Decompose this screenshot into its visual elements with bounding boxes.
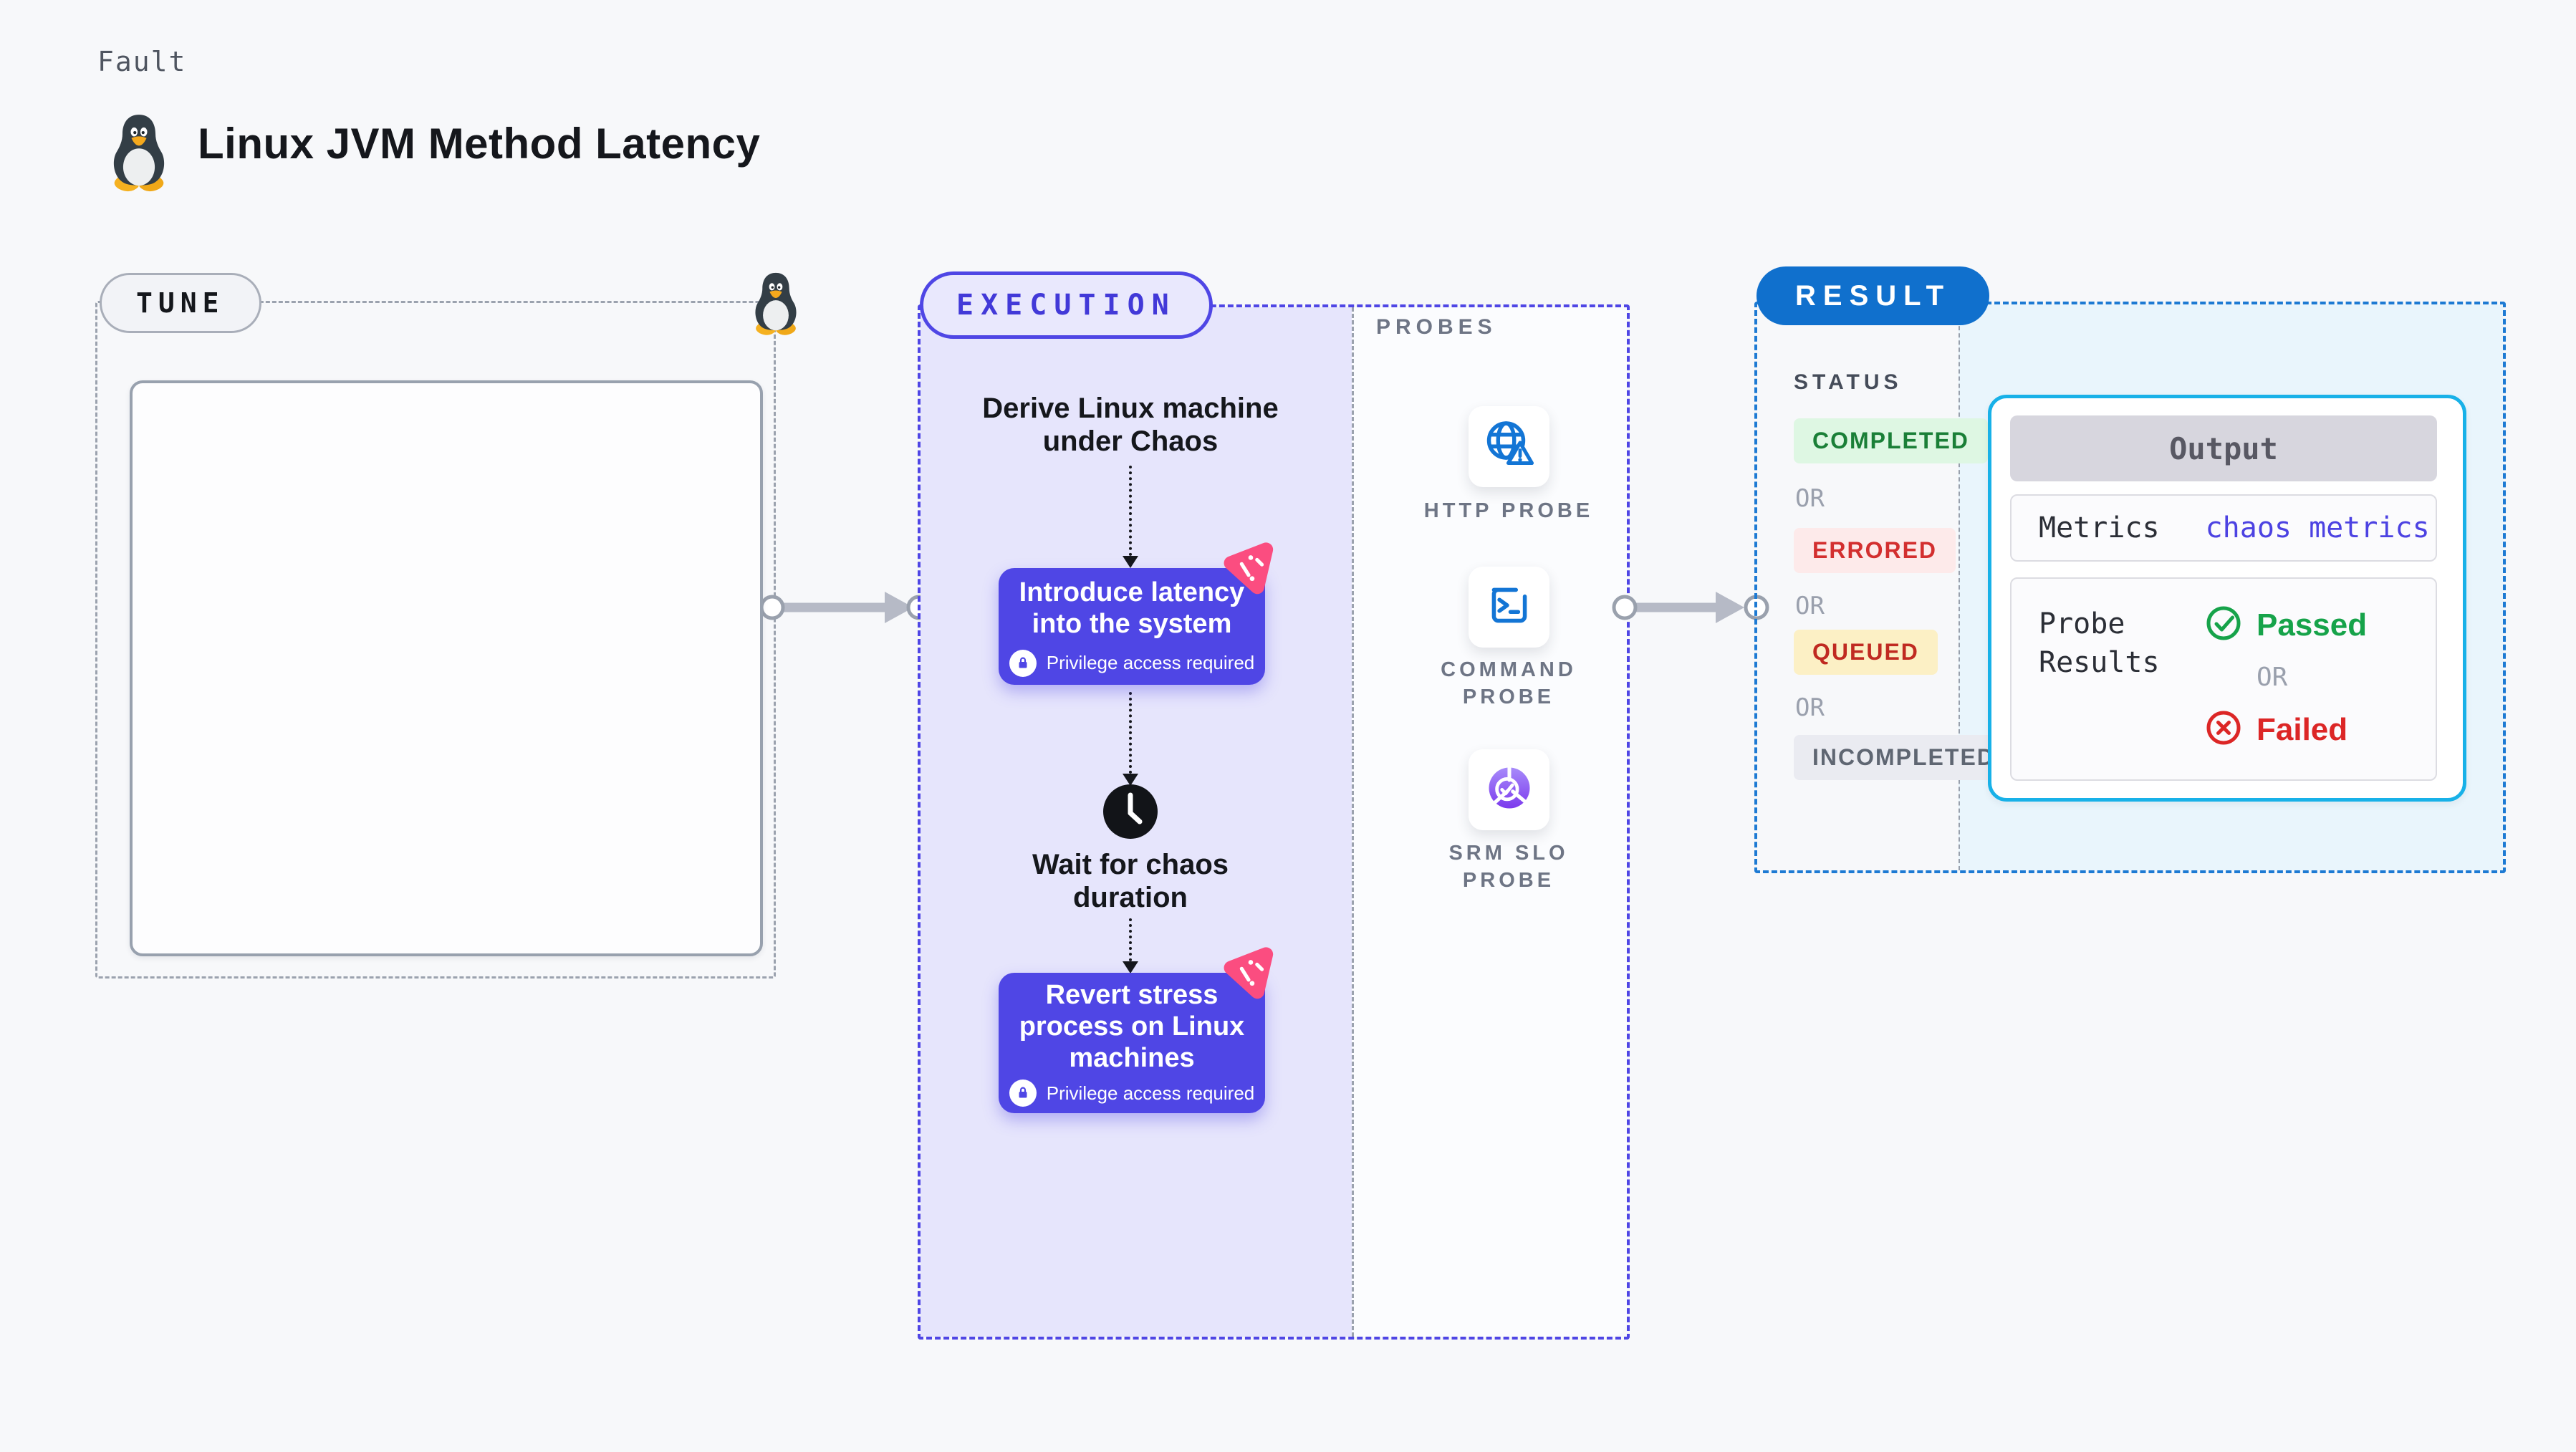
introduce-latency-step: Introduce latency into the system Privil…	[999, 568, 1265, 685]
metrics-value: chaos metrics	[2205, 511, 2430, 544]
check-circle-icon	[2205, 605, 2242, 645]
execution-badge: EXECUTION	[920, 271, 1213, 339]
or-label: OR	[1795, 484, 1825, 513]
revert-stress-step: Revert stress process on Linux machines …	[999, 973, 1265, 1113]
tune-section-box	[95, 301, 776, 979]
flow-connector	[1129, 918, 1132, 961]
http-probe-card	[1469, 406, 1549, 487]
fault-kicker: Fault	[97, 46, 187, 77]
or-label: OR	[1795, 592, 1825, 620]
srm-slo-probe-card	[1469, 749, 1549, 830]
or-label: OR	[1795, 693, 1825, 722]
page-title: Linux JVM Method Latency	[198, 120, 761, 168]
privilege-note: Privilege access required	[1046, 652, 1255, 673]
status-badge-queued: QUEUED	[1794, 630, 1938, 675]
flow-arrowhead-icon	[1123, 961, 1138, 973]
status-label: STATUS	[1794, 370, 1903, 394]
user-inputs-card	[130, 380, 763, 956]
http-probe-label: HTTP PROBE	[1423, 499, 1594, 522]
execution-to-result-arrow	[1612, 592, 1769, 623]
failed-item: Failed	[2205, 709, 2367, 750]
passed-label: Passed	[2257, 607, 2368, 643]
slo-pie-check-icon	[1482, 761, 1537, 819]
probe-results-values: Passed OR Failed	[2205, 605, 2367, 779]
flow-connector	[1129, 692, 1132, 774]
flow-arrowhead-icon	[1123, 556, 1138, 568]
output-card: Output Metrics chaos metrics Probe Resul…	[1988, 395, 2466, 802]
or-label: OR	[2257, 663, 2288, 692]
x-circle-icon	[2205, 709, 2242, 750]
chaos-experiment-icon	[1219, 542, 1281, 600]
failed-label: Failed	[2257, 711, 2348, 747]
tux-penguin-icon	[105, 109, 173, 195]
tux-penguin-small-icon	[748, 268, 804, 338]
privilege-row: Privilege access required	[1009, 1080, 1254, 1107]
tune-badge: TUNE	[100, 273, 261, 333]
passed-item: Passed	[2205, 605, 2367, 645]
probe-results-label: Probe Results	[2039, 607, 2160, 679]
result-badge: RESULT	[1756, 266, 1990, 325]
step-title: Revert stress process on Linux machines	[1019, 980, 1245, 1073]
lock-icon	[1009, 649, 1037, 677]
chaos-experiment-icon	[1219, 946, 1281, 1005]
tune-to-execution-arrow	[759, 592, 932, 623]
privilege-row: Privilege access required	[1009, 649, 1255, 677]
globe-warning-icon	[1481, 417, 1537, 476]
status-badge-incompleted: INCOMPLETED	[1794, 735, 2014, 780]
privilege-note: Privilege access required	[1046, 1082, 1255, 1104]
derive-step-label: Derive Linux machine under Chaos	[982, 393, 1279, 457]
probes-label: PROBES	[1376, 315, 1497, 339]
command-probe-card	[1469, 567, 1549, 648]
lock-icon	[1009, 1080, 1037, 1107]
clock-icon	[1102, 783, 1159, 844]
srm-slo-probe-label: SRM SLO PROBE	[1448, 842, 1569, 892]
step-title: Introduce latency into the system	[1019, 577, 1245, 639]
status-badge-completed: COMPLETED	[1794, 418, 1988, 463]
flow-arrowhead-icon	[1123, 774, 1138, 786]
output-header: Output	[2010, 415, 2437, 481]
metrics-label: Metrics	[2039, 511, 2160, 544]
wait-step-label: Wait for chaos duration	[1032, 849, 1229, 913]
status-badge-errored: ERRORED	[1794, 528, 1956, 573]
terminal-icon	[1483, 579, 1536, 635]
metrics-row: Metrics chaos metrics	[2010, 494, 2437, 562]
probe-results-row: Probe Results Passed OR	[2010, 577, 2437, 781]
flow-connector	[1129, 466, 1132, 556]
command-probe-label: COMMAND PROBE	[1441, 658, 1577, 708]
